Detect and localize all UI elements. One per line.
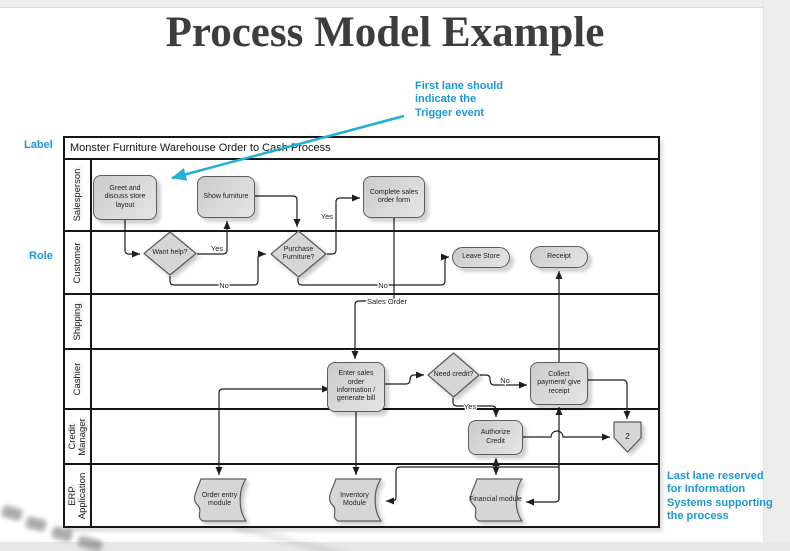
lane-label-text: ERP Application	[66, 472, 88, 519]
lane-customer: Customer	[65, 232, 658, 295]
lane-body-credit-manager	[92, 410, 658, 463]
lane-label-salesperson: Salesperson	[65, 160, 92, 230]
page-edge-right	[763, 0, 790, 551]
lane-body-shipping	[92, 295, 658, 348]
lane-body-erp-application	[92, 465, 658, 526]
lane-label-cashier: Cashier	[65, 350, 92, 408]
lane-label-text: Customer	[71, 241, 83, 284]
lane-label-customer: Customer	[65, 232, 92, 293]
annotation-erp-systems: Last lane reserved for Information Syste…	[667, 470, 773, 523]
lane-label-text: Salesperson	[71, 168, 83, 222]
swimlane-diagram: Monster Furniture Warehouse Order to Cas…	[63, 136, 660, 528]
lane-label-credit-manager: Credit Manager	[65, 410, 92, 463]
lane-body-cashier	[92, 350, 658, 408]
lane-erp-application: ERP Application	[65, 465, 658, 526]
lane-label-text: Credit Manager	[66, 417, 88, 456]
lane-label-text: Cashier	[71, 362, 83, 396]
lane-label-text: Shipping	[71, 303, 83, 340]
lane-label-shipping: Shipping	[65, 295, 92, 348]
process-title: Monster Furniture Warehouse Order to Cas…	[70, 142, 331, 154]
annotation-trigger-event: First lane should indicate the Trigger e…	[415, 80, 504, 119]
lane-credit-manager: Credit Manager	[65, 410, 658, 465]
page-title: Process Model Example	[165, 9, 605, 56]
lane-cashier: Cashier	[65, 350, 658, 410]
lane-shipping: Shipping	[65, 295, 658, 350]
page-edge-bottom	[0, 542, 790, 551]
lane-body-salesperson	[92, 160, 658, 230]
lane-body-customer	[92, 232, 658, 293]
lane-salesperson: Salesperson	[65, 160, 658, 232]
page-edge-top	[0, 0, 790, 8]
lane-label-erp-application: ERP Application	[65, 465, 92, 526]
process-title-bar: Monster Furniture Warehouse Order to Cas…	[65, 138, 658, 160]
annotation-role: Role	[29, 250, 53, 262]
annotation-label: Label	[24, 139, 53, 151]
